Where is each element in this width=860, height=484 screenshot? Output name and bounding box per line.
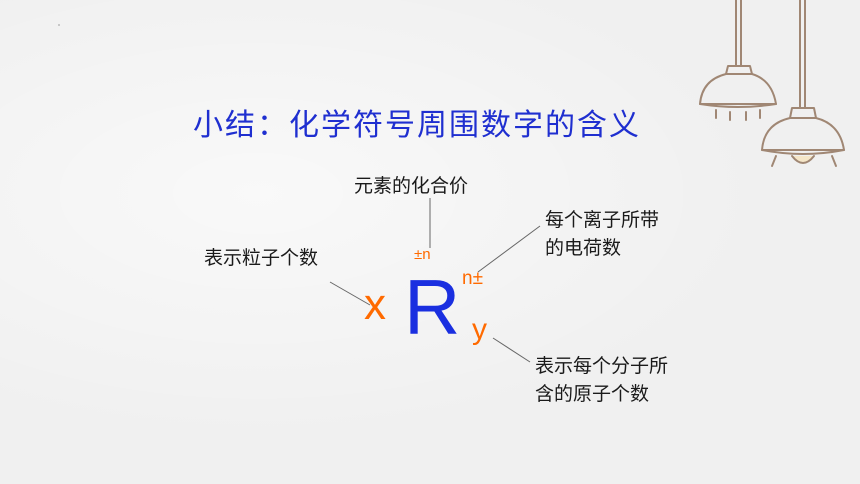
subscript-y: y [472, 313, 487, 346]
label-atoms: 表示每个分子所 含的原子个数 [535, 352, 668, 408]
hanging-lamp-icon [761, 0, 845, 167]
connector-charge [477, 225, 541, 273]
label-atoms-line2: 含的原子个数 [535, 383, 650, 405]
element-symbol: R [404, 263, 461, 351]
connector-particles [329, 281, 371, 306]
slide-title: 小结：化学符号周围数字的含义 [193, 108, 641, 143]
coefficient-x: x [364, 280, 386, 329]
charge-superscript: n± [462, 268, 483, 289]
valence-superscript: ±n [414, 246, 431, 263]
connector-atoms [492, 337, 531, 363]
hanging-lamp-icon [699, 0, 777, 121]
label-particles: 表示粒子个数 [204, 247, 319, 269]
label-charge-line2: 的电荷数 [545, 237, 622, 259]
label-charge-line1: 每个离子所带 [545, 209, 660, 231]
label-valence: 元素的化合价 [354, 175, 469, 197]
decorative-dot [58, 24, 60, 26]
label-atoms-line1: 表示每个分子所 [535, 355, 669, 377]
label-charge: 每个离子所带 的电荷数 [545, 206, 659, 262]
